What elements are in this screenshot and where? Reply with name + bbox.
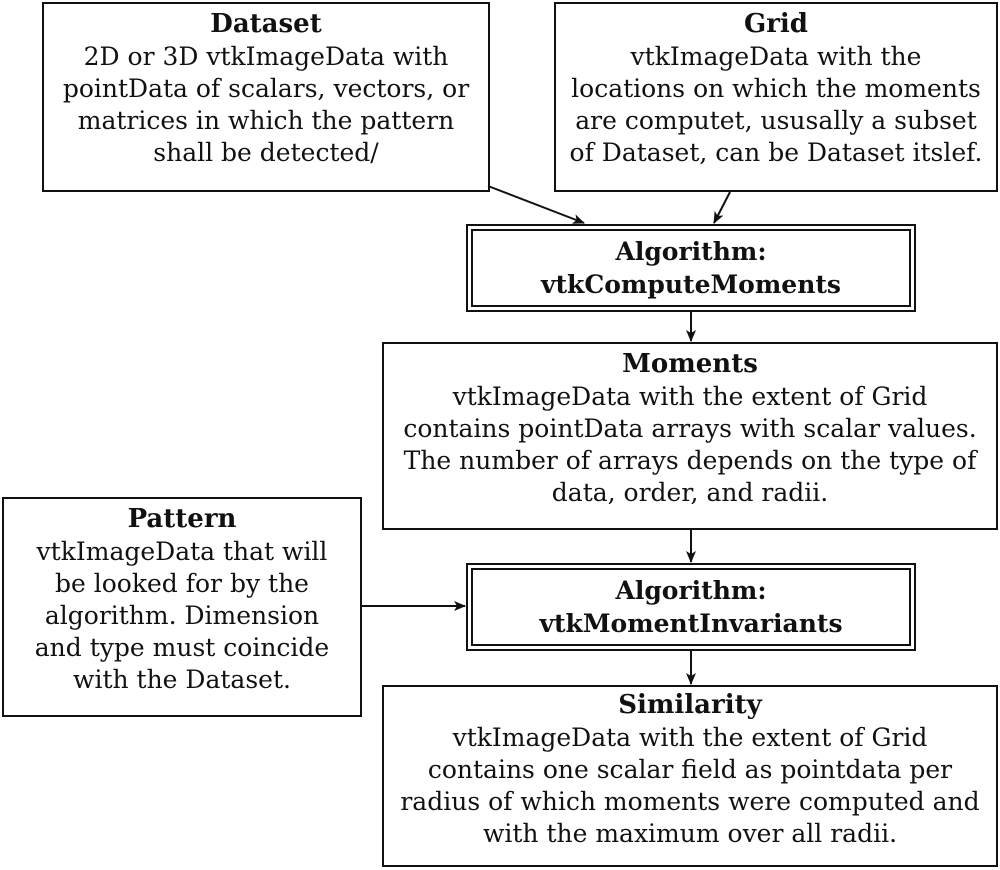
node-text-line: contains pointData arrays with scalar va…	[403, 414, 977, 443]
node-title: vtkComputeMoments	[540, 270, 842, 299]
node-title: Grid	[744, 9, 808, 39]
node-text-line: vtkImageData with the extent of Grid	[452, 723, 928, 752]
node-text-line: with the Dataset.	[73, 665, 291, 694]
node-text-line: of Dataset, can be Dataset itslef.	[569, 138, 983, 167]
node-text-line: radius of which moments were computed an…	[400, 787, 980, 816]
node-text-line: vtkImageData with the extent of Grid	[452, 382, 928, 411]
node-text-line: are computet, ususally a subset	[575, 106, 977, 135]
node-moments: Moments vtkImageData with the extent of …	[382, 342, 998, 530]
node-text-line: with the maximum over all radii.	[482, 819, 898, 848]
edge-dataset-to-compute-moments	[487, 185, 585, 224]
node-text-line: 2D or 3D vtkImageData with	[83, 42, 449, 71]
node-title: Pattern	[127, 504, 237, 534]
node-text-line: contains one scalar field as pointdata p…	[427, 755, 953, 784]
node-text-line: be looked for by the	[55, 569, 309, 598]
node-title: Algorithm:	[615, 237, 767, 266]
node-inner-frame: Algorithm: vtkMomentInvariants	[471, 568, 911, 646]
node-text-line: and type must coincide	[34, 633, 330, 662]
node-similarity: Similarity vtkImageData with the extent …	[382, 685, 998, 867]
node-title: Moments	[622, 349, 758, 379]
node-text-line: locations on which the moments	[571, 74, 981, 103]
node-text-line: pointData of scalars, vectors, or	[62, 74, 470, 103]
node-text-line: vtkImageData that will	[36, 537, 328, 566]
node-text-line: vtkImageData with the	[630, 42, 922, 71]
node-title: Dataset	[210, 9, 322, 39]
node-moment-invariants: Algorithm: vtkMomentInvariants	[466, 563, 916, 651]
node-grid: Grid vtkImageData with the locations on …	[554, 2, 998, 192]
node-text-line: data, order, and radii.	[551, 478, 829, 507]
node-title: Similarity	[618, 690, 762, 720]
node-title: vtkMomentInvariants	[539, 609, 843, 638]
node-text-line: The number of arrays depends on the type…	[403, 446, 977, 475]
node-pattern: Pattern vtkImageData that will be looked…	[2, 497, 362, 717]
edge-grid-to-compute-moments	[713, 191, 731, 224]
node-compute-moments: Algorithm: vtkComputeMoments	[466, 224, 916, 312]
node-text-line: matrices in which the pattern	[77, 106, 455, 135]
node-text-line: algorithm. Dimension	[44, 601, 320, 630]
node-title: Algorithm:	[615, 576, 767, 605]
node-inner-frame: Algorithm: vtkComputeMoments	[471, 229, 911, 307]
node-dataset: Dataset 2D or 3D vtkImageData with point…	[42, 2, 490, 192]
node-text-line: shall be detected/	[153, 138, 379, 167]
